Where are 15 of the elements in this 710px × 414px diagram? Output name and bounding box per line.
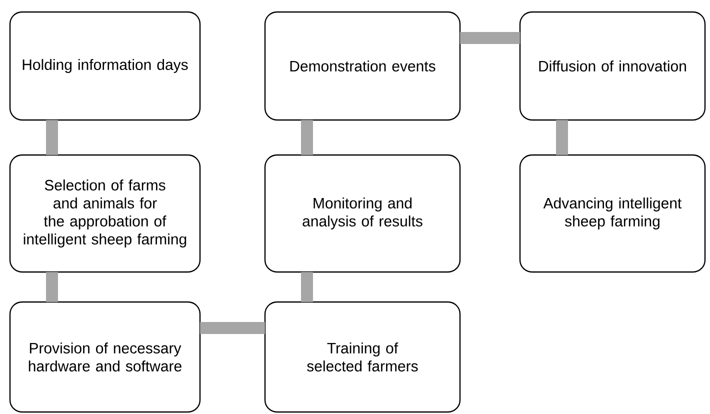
connector-bar — [460, 32, 520, 44]
connector-bar — [301, 120, 313, 155]
process-box: Diffusion of innovation — [519, 11, 706, 121]
process-box: Advancing intelligent sheep farming — [519, 154, 706, 273]
process-box: Monitoring and analysis of results — [264, 154, 461, 273]
connector-bar — [46, 272, 58, 302]
process-box: Training of selected farmers — [264, 301, 461, 413]
connector-bar — [556, 120, 568, 155]
process-box: Selection of farms and animals for the approbation of intelligent sheep farming — [9, 154, 201, 273]
connector-bar — [46, 120, 58, 155]
process-box: Demonstration events — [264, 11, 461, 121]
process-box: Provision of necessary hardware and software — [9, 301, 201, 413]
process-box: Holding information days — [9, 11, 201, 121]
connector-bar — [301, 272, 313, 302]
connector-bar — [200, 322, 265, 334]
